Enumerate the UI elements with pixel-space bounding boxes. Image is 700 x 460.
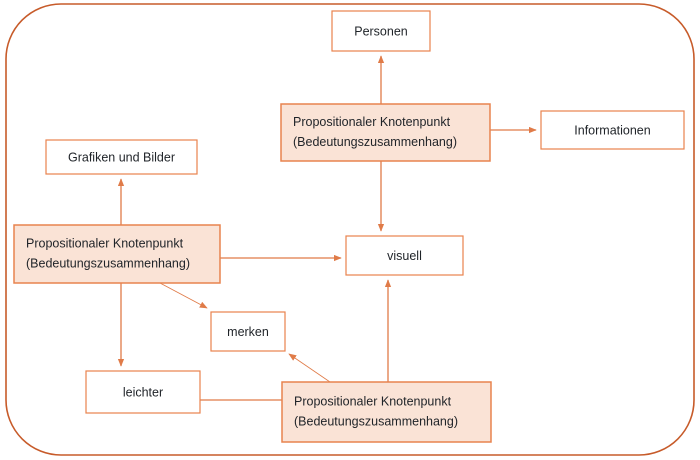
node-box	[13, 224, 221, 284]
node-label-line2: (Bedeutungszusammenhang)	[293, 135, 457, 149]
node-merken[interactable]: merken	[210, 311, 286, 352]
node-label-line2: (Bedeutungszusammenhang)	[26, 256, 190, 270]
node-box	[345, 235, 464, 276]
edge-propbottom-merken	[288, 353, 331, 383]
node-label: merken	[227, 325, 269, 339]
node-prop-node-left[interactable]: Propositionaler Knotenpunkt (Bedeutungszu…	[13, 224, 221, 284]
edges-layer	[117, 55, 537, 401]
node-prop-node-bottom[interactable]: Propositionaler Knotenpunkt (Bedeutungszu…	[281, 381, 492, 443]
node-box	[210, 311, 286, 352]
node-personen[interactable]: Personen	[331, 10, 431, 52]
node-label-line1: Propositionaler Knotenpunkt	[294, 394, 452, 408]
node-box	[540, 110, 685, 150]
diagram-container-frame	[5, 3, 695, 456]
node-label-line2: (Bedeutungszusammenhang)	[294, 414, 458, 428]
node-label: Grafiken und Bilder	[68, 150, 175, 164]
node-box	[281, 381, 492, 443]
node-box	[45, 139, 198, 175]
node-box	[280, 103, 491, 162]
node-label-line1: Propositionaler Knotenpunkt	[26, 236, 184, 250]
node-box	[331, 10, 431, 52]
node-grafiken-und-bilder[interactable]: Grafiken und Bilder	[45, 139, 198, 175]
node-label: visuell	[387, 249, 422, 263]
node-label: leichter	[123, 385, 163, 399]
node-label: Informationen	[574, 123, 650, 137]
node-box	[85, 370, 201, 414]
node-label-line1: Propositionaler Knotenpunkt	[293, 115, 451, 129]
node-informationen[interactable]: Informationen	[540, 110, 685, 150]
node-prop-node-top[interactable]: Propositionaler Knotenpunkt (Bedeutungszu…	[280, 103, 491, 162]
node-visuell[interactable]: visuell	[345, 235, 464, 276]
node-label: Personen	[354, 24, 408, 38]
edge-propleft-merken	[159, 282, 208, 309]
node-leichter[interactable]: leichter	[85, 370, 201, 414]
